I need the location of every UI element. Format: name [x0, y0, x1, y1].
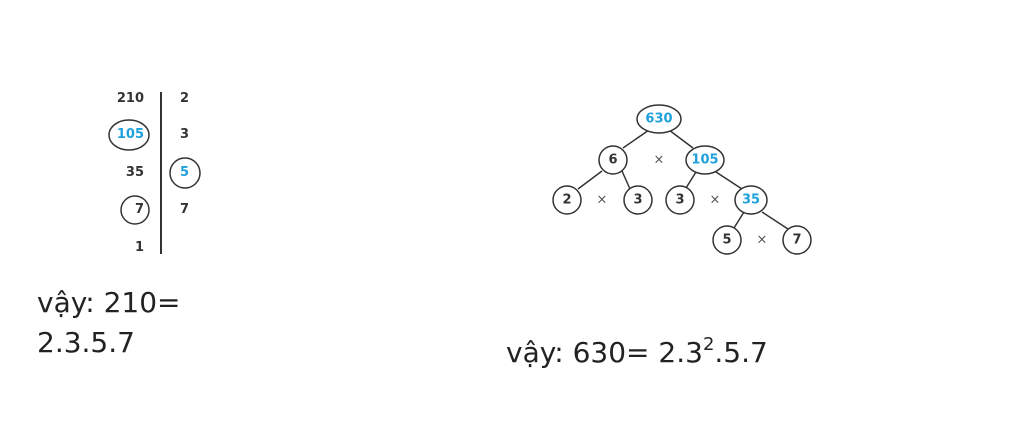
tree-edges: [577, 129, 789, 230]
right-caption-exponent: 2: [702, 334, 715, 355]
dividend-35: 35: [125, 165, 144, 180]
node-2-label: 2: [562, 193, 571, 208]
node-35-label: 35: [742, 193, 760, 208]
node-6-circle: [598, 145, 628, 175]
right-caption-suffix: .5.7: [714, 336, 768, 369]
divisor-3: 3: [180, 127, 190, 142]
node-630-label: 630: [645, 112, 672, 127]
node-105-label: 105: [691, 153, 718, 168]
node-5-circle: [712, 225, 742, 255]
node-35-circle: [734, 185, 768, 215]
node-3b-label: 3: [675, 193, 684, 208]
node-105-circle: [685, 145, 725, 175]
dividend-1: 1: [134, 240, 144, 255]
left-caption-line-2: 2.3.5.7: [37, 326, 135, 359]
times-sign-4: ×: [757, 233, 768, 248]
left-caption: vậy: 210= 2.3.5.7: [37, 283, 181, 363]
right-caption: vậy: 630= 2.32.5.7: [506, 325, 768, 373]
node-7-label: 7: [792, 233, 801, 248]
division-separator-line: [160, 92, 162, 254]
divisor-2: 2: [180, 91, 190, 106]
left-caption-line-1: vậy: 210=: [37, 286, 181, 319]
node-2-circle: [552, 185, 582, 215]
times-sign-2: ×: [597, 193, 608, 208]
divisor-7: 7: [180, 202, 190, 217]
node-6-label: 6: [608, 153, 617, 168]
node-5-label: 5: [722, 233, 731, 248]
node-7-circle: [782, 225, 812, 255]
dividend-210: 210: [116, 91, 144, 106]
node-3a-circle: [623, 185, 653, 215]
right-caption-prefix: vậy: 630= 2.3: [506, 336, 703, 369]
node-3b-circle: [665, 185, 695, 215]
node-3a-label: 3: [633, 193, 642, 208]
node-630-circle: [636, 104, 682, 134]
times-sign-1: ×: [654, 153, 665, 168]
times-sign-3: ×: [710, 193, 721, 208]
